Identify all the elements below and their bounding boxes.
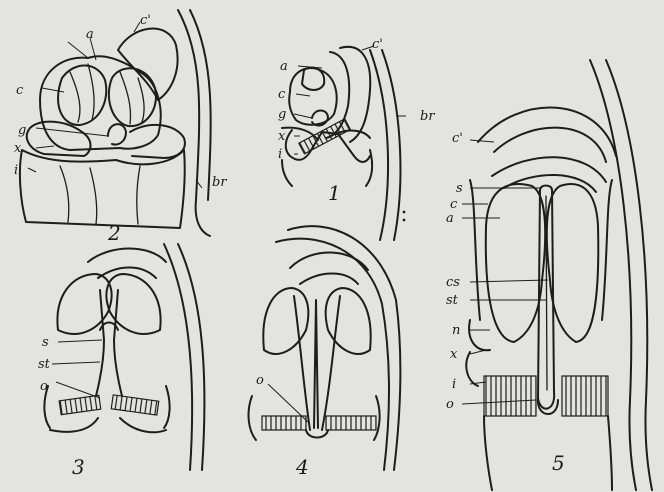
- fig3-number: 3: [72, 455, 85, 479]
- fig2-label-br: br: [212, 175, 227, 190]
- figure-1: a c' c g x i br 1: [278, 37, 435, 240]
- fig1-label-a: a: [280, 59, 288, 74]
- fig5-label-x: x: [450, 347, 458, 362]
- fig5-number: 5: [552, 451, 565, 475]
- fig5-label-s: s: [456, 181, 463, 196]
- fig2-label-c: c: [16, 83, 24, 98]
- fig2-label-a: a: [86, 27, 94, 42]
- fig5-label-i: i: [452, 377, 456, 392]
- figure-2: a c' c g x i br 2: [14, 10, 227, 245]
- fig4-number: 4: [295, 455, 309, 479]
- fig5-label-n: n: [452, 323, 460, 338]
- figure-4: o 4: [249, 226, 401, 479]
- fig2-label-i: i: [14, 163, 18, 178]
- fig1-label-c: c: [278, 87, 286, 102]
- fig1-label-c-prime: c': [372, 37, 383, 52]
- fig5-label-o: o: [446, 397, 454, 412]
- fig1-label-i: i: [278, 147, 282, 162]
- fig2-number: 2: [107, 221, 121, 245]
- fig5-label-st: st: [446, 293, 459, 308]
- figure-3: s st o 3: [38, 244, 204, 479]
- fig5-label-cs: cs: [446, 275, 460, 290]
- fig2-label-g: g: [18, 123, 26, 138]
- fig2-label-c-prime: c': [140, 13, 151, 28]
- figure-5: c' s c a cs st n x i o 5: [446, 60, 652, 490]
- fig3-label-s: s: [42, 335, 49, 350]
- fig1-number: 1: [328, 181, 341, 205]
- fig3-label-st: st: [38, 357, 51, 372]
- fig1-label-g: g: [278, 107, 286, 122]
- fig5-label-c: c: [450, 197, 458, 212]
- fig3-label-o: o: [40, 379, 48, 394]
- fig2-label-x: x: [14, 141, 22, 156]
- fig5-label-c-prime: c': [452, 131, 463, 146]
- fig4-label-o: o: [256, 373, 264, 388]
- fig1-label-br: br: [420, 109, 435, 124]
- fig5-label-a: a: [446, 211, 454, 226]
- fig1-label-x: x: [278, 129, 286, 144]
